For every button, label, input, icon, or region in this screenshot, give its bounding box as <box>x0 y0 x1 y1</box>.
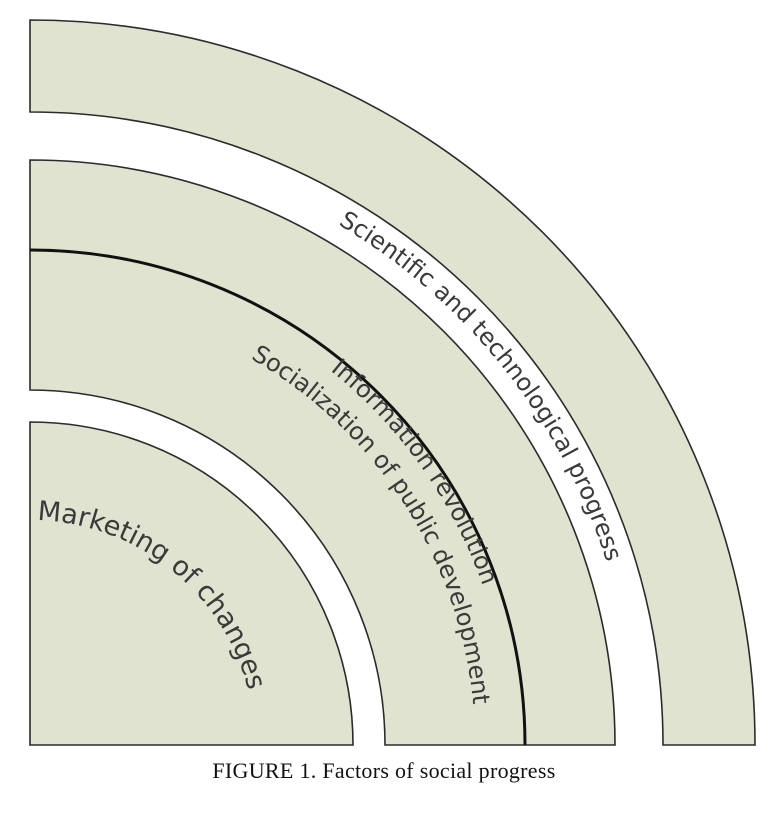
layer-divider-line <box>29 248 527 746</box>
marketing-layer <box>29 421 354 746</box>
socialization-information-band <box>29 159 616 746</box>
social-progress-diagram: Marketing of changes Socialization of pu… <box>29 19 756 746</box>
scientific-layer <box>29 19 756 746</box>
figure-caption: FIGURE 1. Factors of social progress <box>212 758 556 783</box>
